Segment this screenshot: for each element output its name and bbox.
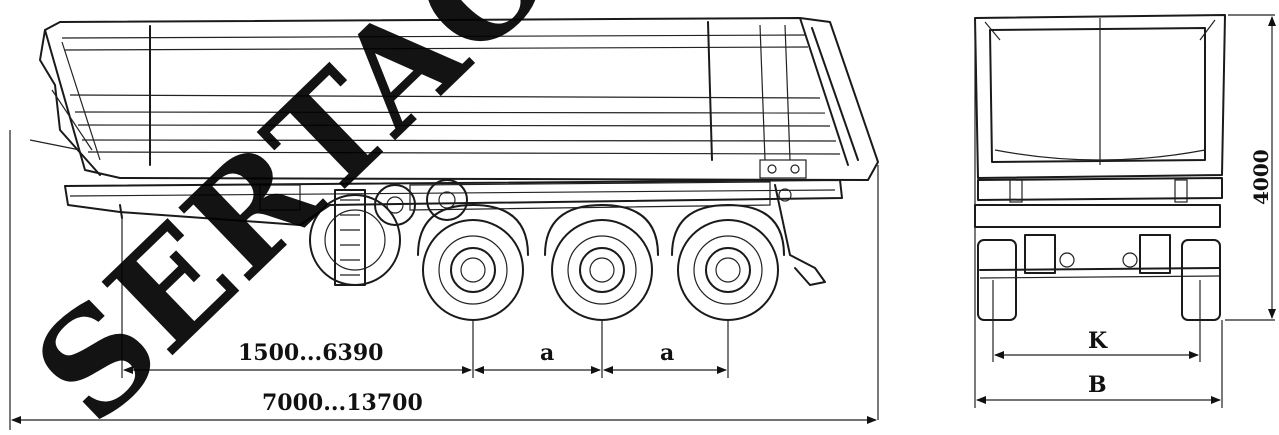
- wheel-1: [417, 204, 529, 321]
- side-view: 1500...6390 a a 7000...13700: [9, 17, 879, 430]
- wheel-2: [544, 204, 659, 321]
- wheel-3: [671, 204, 785, 321]
- dimension-lines: [11, 366, 877, 424]
- chassis-frame: [64, 179, 843, 286]
- overall-length-label: 7000...13700: [262, 390, 423, 416]
- dump-body: [29, 17, 879, 181]
- rear-view: 4000 K B: [974, 14, 1276, 408]
- extension-lines: [9, 130, 879, 430]
- axle-spacing-label-2: a: [660, 340, 674, 366]
- wheels: [417, 204, 785, 321]
- overall-width-label: B: [1088, 372, 1107, 398]
- height-label: 4000: [1249, 149, 1273, 205]
- axle-offset-label: 1500...6390: [238, 340, 383, 366]
- axle-spacing-label-1: a: [540, 340, 554, 366]
- landing-gear: [259, 179, 771, 286]
- watermark: SERTAO: [5, 0, 586, 431]
- track-width-label: K: [1088, 328, 1108, 354]
